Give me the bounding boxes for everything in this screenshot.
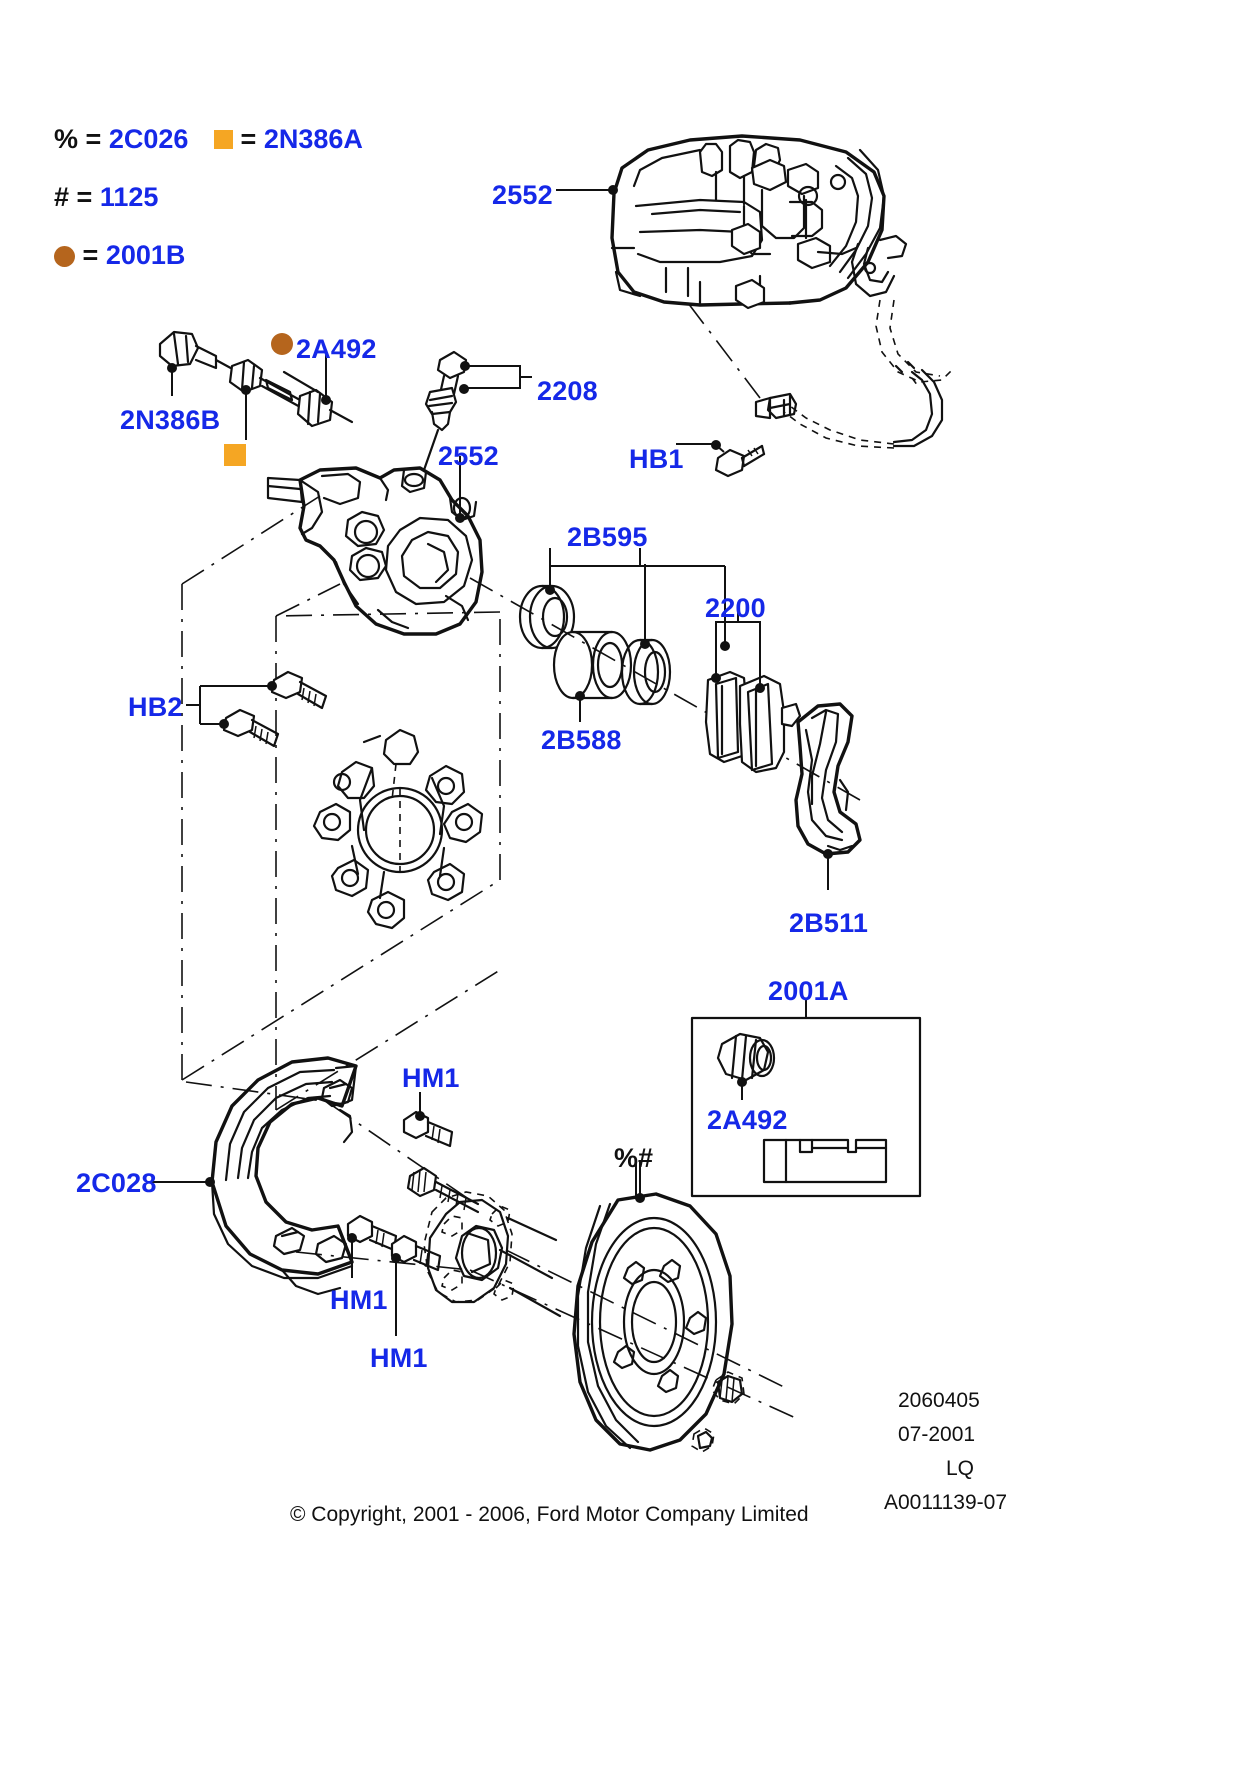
footer-date: 07-2001 [898,1423,976,1446]
callout-hm1-b: HM1 [330,1285,388,1315]
footer-drawing-id: A0011139-07 [884,1491,1007,1514]
legend-symbol-hash: # [54,182,70,212]
symbol-percent-hash: %# [614,1143,654,1173]
callout-2b588: 2B588 [541,725,622,755]
callout-2001a: 2001A [768,976,849,1006]
art-hub-bottom [406,1166,562,1318]
footer-copyright: © Copyright, 2001 - 2006, Ford Motor Com… [290,1503,809,1526]
legend-row-1: % = 2C026 [54,124,188,155]
callout-2n386b: 2N386B [120,405,221,435]
legend-row-4: = 2001B [54,240,185,271]
legend-symbol-percent: % [54,124,79,154]
art-hub-flange-ghost [312,728,484,930]
legend-value-2001b: 2001B [105,240,186,270]
callout-hm1-a: HM1 [402,1063,460,1093]
callout-2552-mid: 2552 [438,441,499,471]
art-hm1-studs [346,1092,454,1336]
art-2208-sensor [422,350,532,472]
callout-2b511: 2B511 [789,908,869,938]
callout-2552-top: 2552 [492,180,553,210]
callout-2a492-top: 2A492 [296,334,377,364]
legend-row-2: = 2N386A [214,124,363,155]
callout-hb2: HB2 [128,692,183,722]
legend-value-2n386a: 2N386A [263,124,363,154]
callout-2208: 2208 [537,376,598,406]
callout-2c028: 2C028 [76,1168,157,1198]
callout-2a492-inset: 2A492 [707,1105,788,1135]
art-caliper-bracket [794,702,862,890]
art-brake-pads [704,604,802,774]
art-knuckle [181,456,501,1111]
art-hb2-bolts [186,670,328,748]
legend-equals-2: = [240,124,257,154]
legend-equals-1: = [85,124,102,154]
leader-2552-top [556,185,618,195]
orange-square-icon [214,130,233,149]
legend-value-1125: 1125 [99,182,159,212]
art-caliper-assembly-top [610,134,886,310]
callout-hb1: HB1 [629,444,684,474]
legend-equals-3: = [76,182,93,212]
art-hb1-bolt [676,440,766,478]
art-tie-rod-link [158,330,354,466]
legend-row-3: # = 1125 [54,182,158,213]
footer-doc-number: 2060405 [898,1389,980,1412]
construction-line-caliper [687,302,761,399]
art-brake-hose [754,234,955,449]
footer-code: LQ [946,1457,975,1480]
brown-circle-icon [54,246,75,267]
callout-hm1-c: HM1 [370,1343,428,1373]
art-brake-disc [469,1162,801,1453]
art-bearing-seals [469,548,861,801]
legend-value-2c026: 2C026 [108,124,189,154]
legend-equals-4: = [82,240,99,270]
callout-2200: 2200 [705,593,766,623]
callout-2b595: 2B595 [567,522,648,552]
art-splash-shield [150,1056,471,1296]
art-2001a-inset [690,998,922,1198]
